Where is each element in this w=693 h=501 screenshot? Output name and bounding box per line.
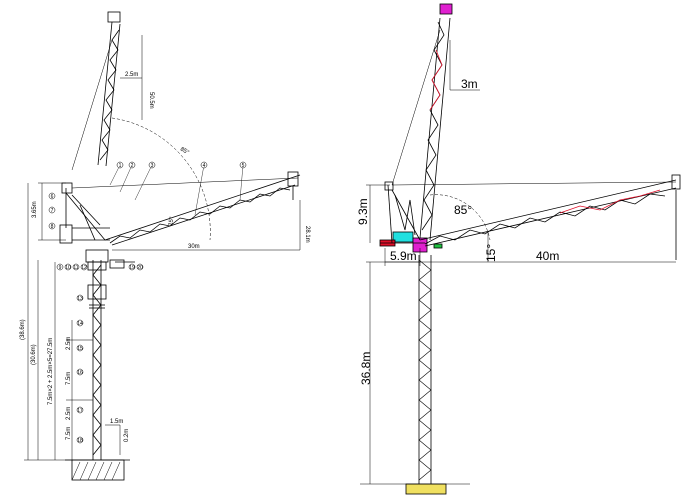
label-jib-radius-left: 30m: [188, 244, 200, 250]
right-dimension-lines: [366, 40, 676, 484]
label-jib-length-left: 50.5m: [148, 92, 154, 109]
marker-number: 6: [51, 194, 54, 200]
marker-number: 3: [151, 163, 154, 169]
label-angle-85: 85°: [454, 203, 472, 217]
marker-number: 11: [73, 265, 78, 271]
left-foundation-hatch: [71, 461, 121, 481]
left-counter-jib: [59, 182, 110, 244]
marker-number: 16: [77, 370, 83, 376]
label-right-top: 3m: [461, 77, 478, 91]
left-crane-drawing: [24, 11, 301, 481]
label-counter-length: 5.9m: [390, 249, 417, 263]
marker-number: 18: [77, 438, 83, 444]
label-total-height-1: (38.6m): [20, 319, 26, 340]
left-leader-lines: [109, 164, 244, 216]
left-turntable: [85, 249, 135, 300]
marker-number: 7: [51, 208, 54, 214]
left-text-labels: 2.5m 50.5m 85° 3.65m 30m 28.1m 15° (38.6…: [20, 72, 310, 442]
label-sec-7-5b: 7.5m: [66, 427, 72, 440]
right-luffed-jib: [391, 3, 453, 241]
label-right-jib-length: 40m: [536, 249, 559, 263]
right-cab: [392, 231, 414, 243]
marker-number: 9: [59, 265, 62, 271]
marker-number: 10: [65, 265, 71, 271]
right-counter-mast: [384, 181, 421, 244]
marker-number: 19: [129, 265, 135, 271]
marker-number: 17: [77, 408, 83, 414]
left-mast: [89, 260, 105, 460]
label-total-height-2: (30.6m): [31, 344, 37, 365]
label-sec-2-5: 2.5m: [66, 337, 72, 350]
label-base-1-5: 1.5m: [110, 419, 123, 425]
marker-number: 2: [131, 163, 134, 169]
marker-number: 8: [51, 224, 54, 230]
marker-number: 20: [137, 265, 143, 271]
right-mast: [418, 255, 432, 484]
marker-number: 4: [203, 163, 206, 169]
label-angle-left: 85°: [179, 147, 190, 157]
label-counter-height: 9.3m: [356, 198, 370, 225]
right-crane-drawing: [360, 3, 681, 495]
marker-number: 5: [242, 163, 245, 169]
label-sec-2-5b: 2.5m: [66, 407, 72, 420]
label-right-height: 28.1m: [304, 226, 310, 243]
marker-number: 13: [77, 296, 83, 302]
right-luff-arc: [429, 194, 491, 241]
left-dimension-lines: [24, 35, 301, 461]
marker-number: 12: [81, 265, 87, 271]
label-mast-height: 36.8m: [359, 352, 373, 385]
marker-number: 14: [77, 321, 83, 327]
left-luffed-jib: [71, 11, 121, 171]
left-main-jib: [71, 171, 301, 246]
label-angle-15: 15°: [484, 244, 498, 262]
marker-number: 1: [119, 163, 122, 169]
label-sec-7-5a: 7.5m: [66, 372, 72, 385]
label-base-0-2: 0.2m: [124, 429, 130, 442]
label-top-2-5: 2.5m: [125, 72, 138, 78]
label-sections: 7.5m×2 + 2.5m×5=27.5m: [48, 338, 54, 405]
left-luff-arc: [111, 117, 211, 241]
marker-number: 15: [77, 346, 83, 352]
right-foundation: [405, 483, 447, 495]
right-main-jib: [391, 174, 681, 260]
label-15-left: 15°: [168, 216, 176, 227]
label-height-3-6: 3.65m: [32, 201, 38, 218]
right-text-labels: 3m 36.8m 9.3m 5.9m 40m 85° 15°: [356, 77, 559, 385]
